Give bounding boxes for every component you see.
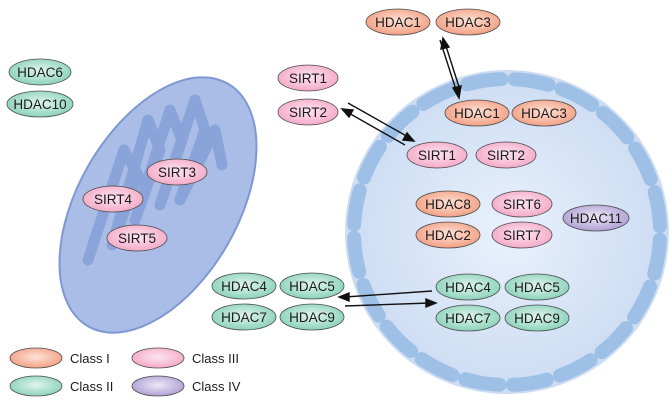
enzyme-hdac3-cytoplasm: HDAC3 [435,8,501,36]
nuclear-envelope-segment [414,352,460,382]
enzyme-hdac1-nucleus: HDAC1 [444,99,510,127]
nuclear-envelope-segment [347,230,367,279]
legend-class-iii: Class III [131,347,239,369]
enzyme-hdac7-cytoplasm: HDAC7 [211,303,277,331]
legend-swatch-class-iv [131,375,185,397]
legend-label-class-i: Class I [70,351,110,366]
arrowhead [425,297,438,309]
enzyme-hdac9-cytoplasm: HDAC9 [279,303,345,331]
nuclear-envelope-segment [594,321,634,360]
enzyme-label: HDAC4 [445,280,491,295]
enzyme-label: HDAC1 [375,15,421,30]
legend-label-class-ii: Class II [70,379,113,394]
enzyme-label: SIRT5 [118,231,156,246]
transport-arrows [337,36,462,309]
enzyme-hdac1-cytoplasm: HDAC1 [365,8,431,36]
enzyme-sirt1-cytoplasm: SIRT1 [277,64,339,92]
nuclear-envelope-segment [596,105,635,145]
enzyme-label: HDAC6 [17,65,63,80]
enzyme-label: HDAC4 [221,279,267,294]
nuclear-envelope-segment [647,232,667,281]
nuclear-envelope-segment [507,72,556,92]
nuclear-envelope-segment [356,277,386,323]
enzyme-label: SIRT2 [289,105,327,120]
enzyme-label: HDAC10 [13,97,66,112]
nuclear-envelope-segment [357,139,387,185]
nuclear-envelope-segment [628,141,658,187]
nuclear-envelope-segment [460,72,509,92]
enzyme-label: HDAC9 [289,310,335,325]
nuclear-envelope-segment [505,372,554,392]
enzyme-label: SIRT4 [94,192,133,207]
arrow-import-sirt [347,102,411,139]
nuclear-envelope-segment [554,82,600,112]
enzyme-sirt3: SIRT3 [146,158,208,186]
enzyme-sirt4: SIRT4 [82,185,144,213]
enzyme-hdac7-nucleus: HDAC7 [435,304,501,332]
enzyme-hdac4-cytoplasm: HDAC4 [211,272,277,300]
enzyme-hdac6: HDAC6 [8,58,72,86]
arrow-export-hdac1 [444,42,461,91]
enzyme-label: HDAC9 [514,311,560,326]
enzyme-sirt6: SIRT6 [491,190,553,218]
enzyme-label: HDAC8 [425,197,471,212]
enzyme-hdac2: HDAC2 [415,221,481,249]
enzyme-label: HDAC7 [445,311,491,326]
enzyme-hdac5-nucleus: HDAC5 [504,273,570,301]
arrowhead [337,291,350,303]
arrow-export-sirt [346,111,406,146]
enzyme-hdac10: HDAC10 [6,90,74,118]
enzyme-label: SIRT2 [487,148,525,163]
enzyme-sirt2-cytoplasm: SIRT2 [277,98,339,126]
enzyme-label: HDAC3 [521,106,567,121]
enzyme-label: HDAC5 [514,280,560,295]
nuclear-envelope-segment [458,372,507,392]
enzyme-label: HDAC3 [445,15,491,30]
enzyme-sirt2-nucleus: SIRT2 [475,141,537,169]
arrowhead [340,108,355,119]
legend-class-iv: Class IV [131,375,241,397]
legend-class-ii: Class II [9,375,113,397]
enzyme-sirt1-nucleus: SIRT1 [406,141,468,169]
arrow-import-class-ii [344,302,431,307]
enzyme-label: SIRT1 [418,148,456,163]
enzyme-label: SIRT1 [289,71,327,86]
legend-swatch-class-i [9,347,63,369]
enzyme-sirt5: SIRT5 [106,224,168,252]
enzyme-label: HDAC1 [454,106,500,121]
enzyme-hdac4-nucleus: HDAC4 [435,273,501,301]
enzyme-hdac11: HDAC11 [562,204,630,232]
enzyme-hdac9-nucleus: HDAC9 [504,304,570,332]
legend-label-class-iv: Class IV [192,379,241,394]
enzyme-hdac3-nucleus: HDAC3 [511,99,577,127]
enzyme-hdac8: HDAC8 [415,190,481,218]
enzyme-label: HDAC2 [425,228,471,243]
enzyme-label: SIRT3 [158,165,196,180]
legend-swatch-class-iii [131,347,185,369]
arrowhead [401,131,416,142]
legend-class-i: Class I [9,347,110,369]
legend: Class I Class II Class III Class IV [9,347,241,397]
enzyme-label: HDAC7 [221,310,267,325]
enzyme-label: HDAC11 [570,211,622,226]
nuclear-envelope-segment [347,183,367,232]
legend-label-class-iii: Class III [192,351,239,366]
enzyme-hdac5-cytoplasm: HDAC5 [279,272,345,300]
nuclear-envelope-segment [647,185,667,234]
enzyme-label: SIRT6 [503,197,541,212]
arrowhead [440,36,451,50]
nuclear-envelope-segment [552,353,598,383]
enzyme-label: SIRT7 [503,228,541,243]
nuclear-envelope-segment [379,319,418,359]
nuclear-envelope-segment [627,279,657,325]
legend-swatch-class-ii [9,375,63,397]
enzyme-sirt7: SIRT7 [491,221,553,249]
enzyme-label: HDAC5 [289,279,335,294]
arrow-export-class-ii [344,290,433,298]
